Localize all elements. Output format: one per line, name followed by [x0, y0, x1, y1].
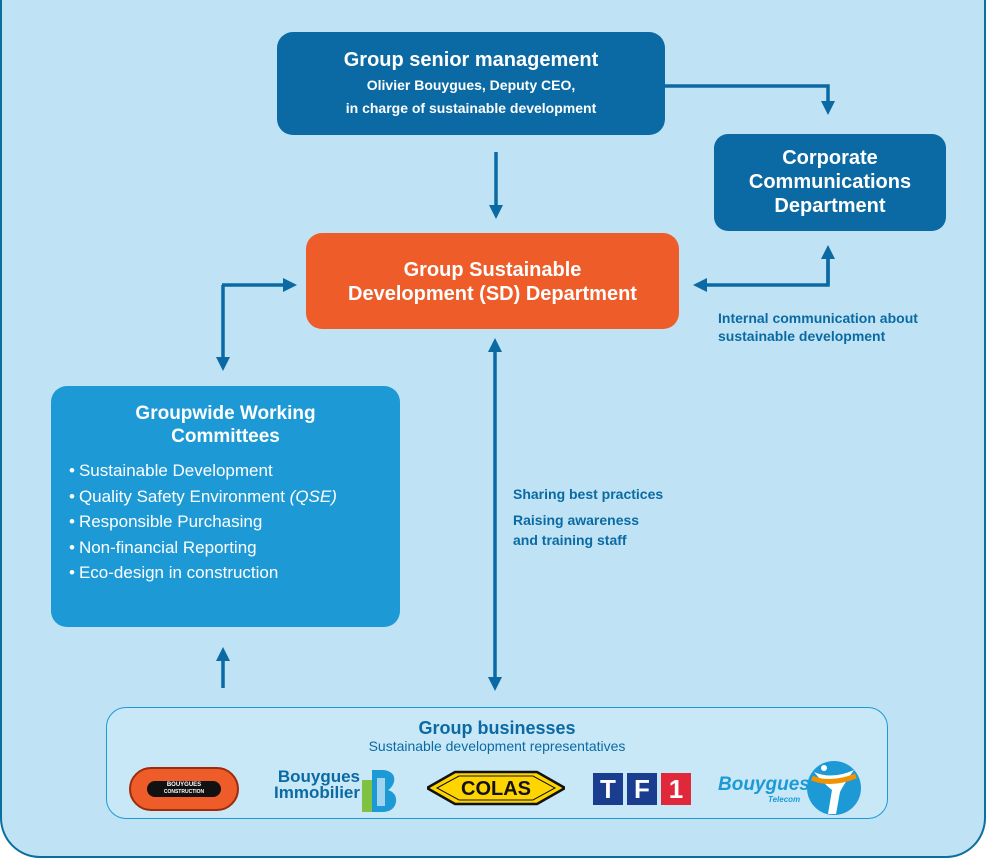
committee-item: Quality Safety Environment (QSE)	[69, 484, 400, 510]
committee-item: Sustainable Development	[69, 458, 400, 484]
internal-communication-line1: Internal communication about	[718, 310, 918, 326]
sharing-label-line2: Raising awareness	[513, 512, 640, 528]
bouygues-telecom-line2: Telecom	[768, 795, 801, 804]
sd-department-box: Group Sustainable Development (SD) Depar…	[306, 233, 679, 329]
corporate-communications-line1: Corporate	[782, 147, 878, 169]
sharing-label: Sharing best practices Raising awareness…	[513, 484, 663, 550]
committee-item: Eco-design in construction	[69, 560, 400, 586]
colas-logo: COLAS	[427, 770, 565, 806]
corporate-communications-line2: Communications	[748, 171, 912, 193]
internal-communication-line2: sustainable development	[718, 328, 886, 344]
bouygues-construction-line2: CONSTRUCTION	[163, 789, 205, 795]
working-committees-title: Groupwide Working Committees	[51, 402, 400, 448]
internal-communication-label: Internal communication about sustainable…	[718, 309, 918, 345]
bouygues-construction-line1: BOUYGUES	[166, 782, 202, 788]
senior-management-line2: in charge of sustainable development	[345, 100, 597, 116]
sd-department-line2: Development (SD) Department	[348, 283, 637, 305]
tf1-letter-f: F	[627, 773, 657, 805]
senior-management-title: Group senior management	[343, 49, 599, 71]
committee-item: Responsible Purchasing	[69, 509, 400, 535]
bouygues-immobilier-line2: Immobilier	[274, 783, 360, 802]
sharing-label-line1: Sharing best practices	[513, 486, 664, 502]
senior-management-line1: Olivier Bouygues, Deputy CEO,	[366, 77, 576, 93]
sd-department-line1: Group Sustainable	[403, 259, 582, 281]
sharing-label-line3: and training staff	[513, 532, 627, 548]
tf1-logo: T F 1	[593, 773, 691, 805]
bouygues-telecom-logo: Bouygues Telecom	[718, 758, 866, 818]
bouygues-immobilier-logo: Bouygues Immobilier	[268, 768, 400, 812]
working-committees-title-line2: Committees	[171, 426, 280, 447]
corporate-communications-line3: Department	[774, 195, 886, 217]
bouygues-immobilier-line1: Bouygues	[277, 767, 360, 786]
colas-text: COLAS	[461, 778, 531, 800]
committee-item: Non-financial Reporting	[69, 535, 400, 561]
working-committees-list: Sustainable Development Quality Safety E…	[51, 458, 400, 586]
telecom-ball-icon	[807, 761, 861, 815]
group-businesses-subtitle: Sustainable development representatives	[368, 738, 626, 754]
tf1-digit-1: 1	[661, 773, 691, 805]
corporate-communications-box: Corporate Communications Department	[714, 134, 946, 231]
arrow-sd-corporate-link	[693, 254, 830, 292]
arrow-senior-to-corporate	[665, 84, 835, 115]
committee-item-suffix: (QSE)	[289, 486, 337, 506]
tf1-letter-t: T	[593, 773, 623, 805]
working-committees-box: Groupwide Working Committees Sustainable…	[51, 386, 400, 627]
working-committees-title-line1: Groupwide Working	[135, 403, 316, 424]
immobilier-b-mark	[362, 770, 397, 812]
senior-management-box: Group senior management Olivier Bouygues…	[277, 32, 665, 135]
group-businesses-title: Group businesses	[418, 718, 576, 738]
bouygues-construction-logo: BOUYGUES CONSTRUCTION	[129, 767, 239, 811]
bouygues-telecom-line1: Bouygues	[718, 774, 810, 795]
